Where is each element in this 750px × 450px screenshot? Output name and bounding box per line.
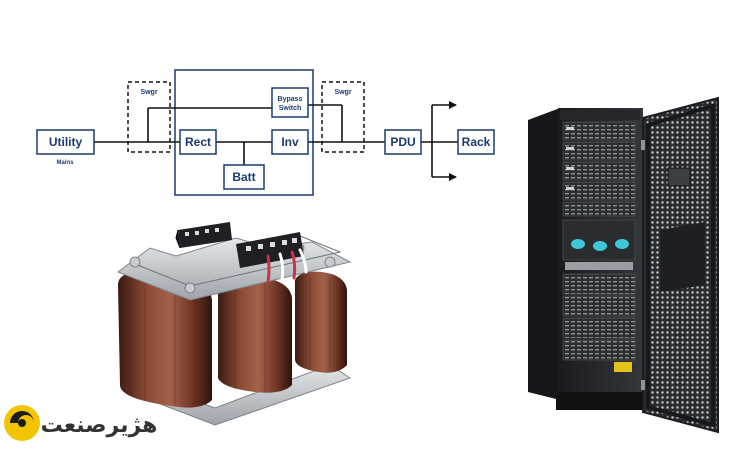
- swgr-right-label: Swgr: [334, 89, 351, 96]
- power-modules-upper: [562, 121, 636, 217]
- ups-frame: [174, 69, 314, 196]
- rect-label: Rect: [185, 135, 211, 149]
- inv-box: Inv: [271, 129, 309, 155]
- batt-label: Batt: [232, 170, 255, 184]
- utility-label: Utility: [49, 135, 83, 149]
- utility-box: Utility: [36, 129, 95, 155]
- batt-box: Batt: [223, 164, 265, 190]
- company-logo: هژیرصنعت: [4, 405, 157, 441]
- status-indicators: [571, 239, 629, 251]
- ups-block-diagram: Utility Mains Swgr Swgr Rect Inv Batt By…: [36, 69, 495, 196]
- bypass-switch-box: Bypass Switch: [271, 87, 309, 118]
- rect-box: Rect: [179, 129, 217, 155]
- power-modules-lower: [562, 273, 636, 372]
- pdu-label: PDU: [390, 135, 415, 149]
- bypass-label-line1: Bypass: [278, 96, 303, 103]
- connection-lines: [94, 101, 458, 181]
- swgr-right-box: [321, 81, 365, 153]
- inv-label: Inv: [281, 135, 299, 149]
- swgr-left-box: [127, 81, 171, 153]
- mains-label: Mains: [56, 160, 74, 166]
- rack-box: Rack: [457, 129, 495, 155]
- transformer-illustration: [116, 222, 352, 426]
- ups-cabinet-illustration: [528, 96, 719, 434]
- pdu-box: PDU: [384, 129, 422, 155]
- swgr-left-label: Swgr: [140, 89, 157, 96]
- bypass-label-line2: Switch: [279, 105, 302, 112]
- rack-label: Rack: [462, 135, 491, 149]
- logo-text: هژیرصنعت: [41, 413, 158, 438]
